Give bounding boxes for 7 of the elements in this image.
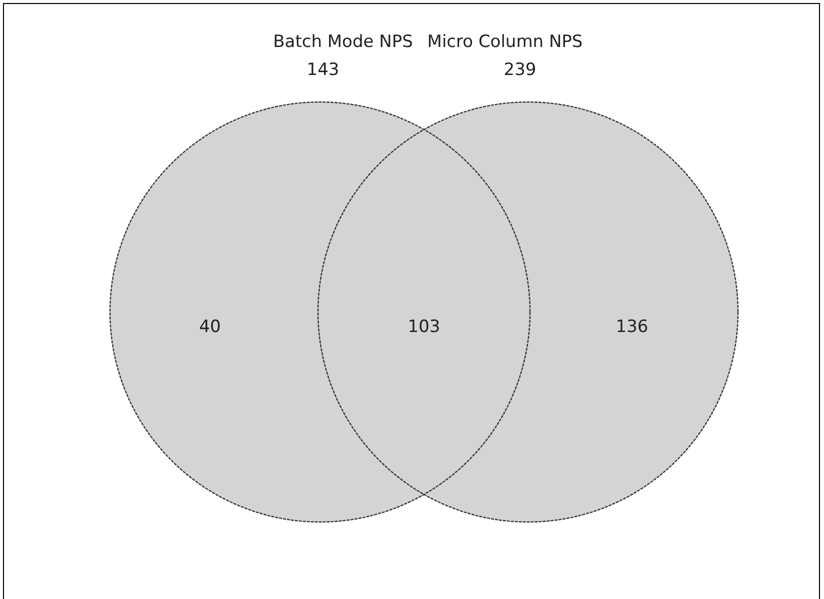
overlap-count: 103 [408,317,440,337]
set-total: 143 [306,60,340,80]
set-count: 40 [199,317,221,337]
set-total: 239 [504,60,536,80]
set-title: Micro Column NPS [427,32,583,52]
set-count: 136 [616,317,648,337]
set-title: Batch Mode NPS [273,32,413,52]
